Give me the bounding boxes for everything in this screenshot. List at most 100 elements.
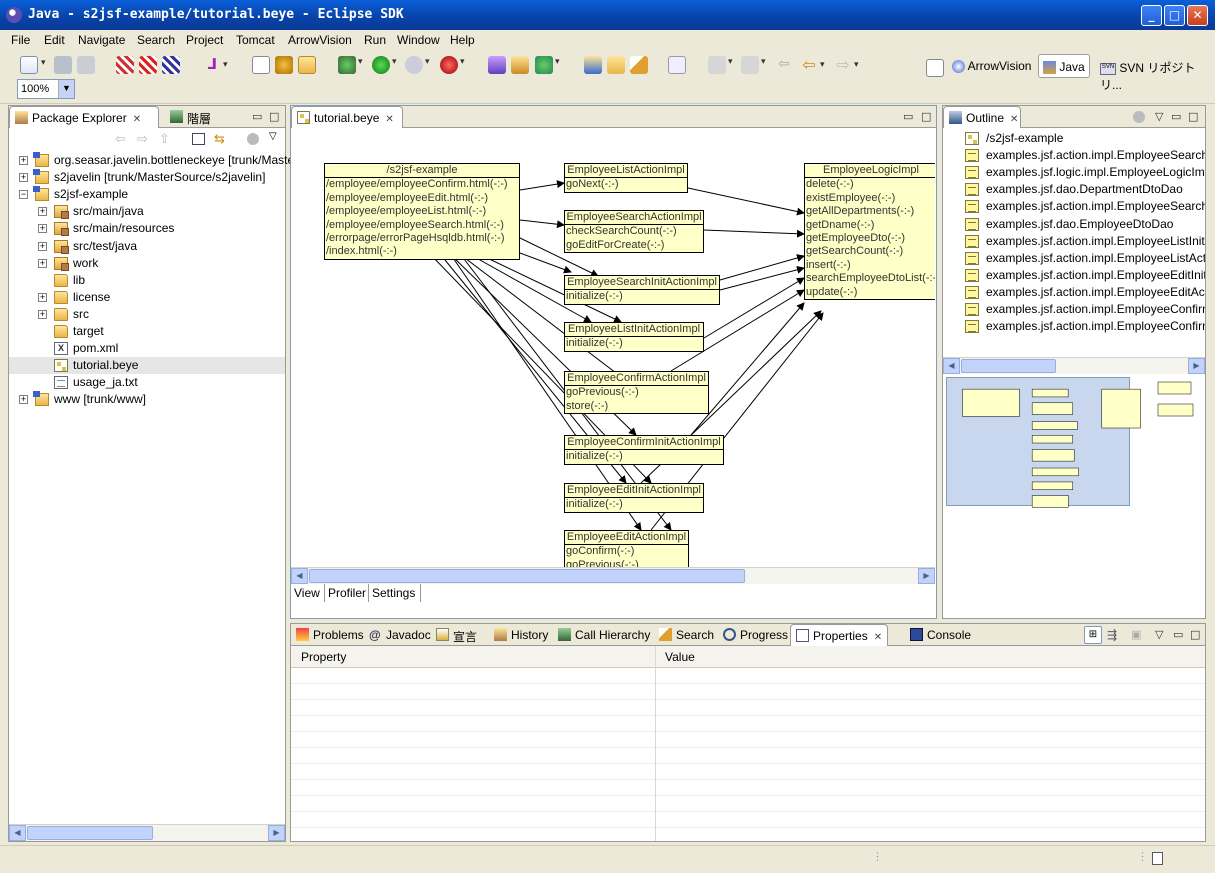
node-method[interactable]: goEditForCreate(-:-) xyxy=(566,238,665,251)
tree-item[interactable]: tutorial.beye xyxy=(9,357,285,375)
editor-hscroll[interactable]: ◀ ▶ xyxy=(291,567,935,584)
tree-item[interactable]: +src/test/java xyxy=(9,238,285,255)
expand-icon[interactable]: + xyxy=(19,172,28,183)
expand-icon[interactable]: + xyxy=(38,206,47,217)
view-menu-icon[interactable] xyxy=(1133,111,1145,123)
node-method[interactable]: /employee/employeeSearch.html(-:-) xyxy=(326,218,504,231)
tab-outline[interactable]: Outline✕ xyxy=(943,106,1021,128)
back-icon[interactable]: ⇦ xyxy=(800,56,824,74)
scroll-left-icon[interactable]: ◀ xyxy=(9,825,26,841)
tree-item[interactable]: +src xyxy=(9,306,285,323)
tab-tutorial-beye[interactable]: tutorial.beye✕ xyxy=(291,106,403,128)
view-menu-icon[interactable] xyxy=(247,133,259,145)
expand-icon[interactable]: + xyxy=(38,291,47,302)
categories-icon[interactable]: ⊞ xyxy=(1084,626,1102,644)
column-property[interactable]: Property xyxy=(301,650,347,664)
up-icon[interactable]: ⇧ xyxy=(159,132,170,147)
new-package-icon[interactable] xyxy=(488,56,506,74)
minimize-view-icon[interactable]: ▭ xyxy=(903,110,914,123)
external-tools-icon[interactable] xyxy=(440,56,465,74)
node-method[interactable]: initialize(-:-) xyxy=(566,498,623,511)
tab-search[interactable]: Search xyxy=(654,624,718,646)
minimize-view-icon[interactable]: ▭ xyxy=(252,110,263,123)
perspective-arrowvision[interactable]: ArrowVision xyxy=(948,54,1035,78)
search-icon[interactable] xyxy=(630,56,648,74)
diagram-canvas[interactable]: /s2jsf-example/employee/employeeConfirm.… xyxy=(291,128,935,584)
collapse-icon[interactable]: − xyxy=(19,189,28,200)
save-icon[interactable] xyxy=(54,56,72,74)
back-icon[interactable]: ⇦ xyxy=(115,132,126,147)
perspective-svn[interactable]: SVN SVN リポジトリ... xyxy=(1100,61,1196,92)
chevron-down-icon[interactable]: ▼ xyxy=(58,80,74,98)
tab-call-hierarchy[interactable]: Call Hierarchy xyxy=(553,624,654,646)
expand-icon[interactable]: + xyxy=(19,394,28,405)
node-method[interactable]: getDname(-:-) xyxy=(806,218,875,231)
close-icon[interactable]: ✕ xyxy=(873,632,883,643)
subtab-settings[interactable]: Settings xyxy=(369,584,421,602)
node-method[interactable]: goNext(-:-) xyxy=(566,178,619,191)
node-method[interactable]: update(-:-) xyxy=(806,285,858,298)
node-method[interactable]: getSearchCount(-:-) xyxy=(806,245,904,258)
tab-javadoc[interactable]: @Javadoc xyxy=(369,628,431,642)
tab-problems[interactable]: Problems xyxy=(291,624,368,646)
menu-navigate[interactable]: Navigate xyxy=(78,33,126,47)
fast-view-icon[interactable] xyxy=(1152,852,1163,865)
column-value[interactable]: Value xyxy=(665,650,695,664)
open-file-icon[interactable] xyxy=(252,56,270,74)
node-method[interactable]: delete(-:-) xyxy=(806,178,854,191)
node-method[interactable]: goPrevious(-:-) xyxy=(566,386,639,399)
menu-file[interactable]: File xyxy=(11,33,31,47)
menu-tomcat[interactable]: Tomcat xyxy=(236,33,275,47)
tree-item[interactable]: target xyxy=(9,323,285,340)
open-perspective-icon[interactable] xyxy=(926,59,944,77)
chevron-down-icon[interactable]: ▽ xyxy=(269,131,277,142)
minimize-view-icon[interactable]: ▭ xyxy=(1171,110,1182,123)
node-method[interactable]: store(-:-) xyxy=(566,399,609,412)
new-class-icon[interactable] xyxy=(511,56,529,74)
scroll-right-icon[interactable]: ▶ xyxy=(268,825,285,841)
tab-properties[interactable]: Properties✕ xyxy=(790,624,888,646)
profile-icon[interactable] xyxy=(405,56,430,74)
expand-icon[interactable]: + xyxy=(38,257,47,268)
tree-item[interactable]: +work xyxy=(9,255,285,272)
maximize-view-icon[interactable]: □ xyxy=(269,110,280,123)
menu-help[interactable]: Help xyxy=(450,33,475,47)
outline-hscroll[interactable]: ◀ ▶ xyxy=(943,357,1205,374)
refresh-icon[interactable] xyxy=(275,56,293,74)
maximize-button[interactable]: □ xyxy=(1164,5,1185,26)
tab-console[interactable]: Console xyxy=(905,624,975,646)
menu-edit[interactable]: Edit xyxy=(44,33,65,47)
open-resource-icon[interactable] xyxy=(607,56,625,74)
next-annotation-icon[interactable] xyxy=(708,56,733,74)
scroll-right-icon[interactable]: ▶ xyxy=(918,568,935,584)
minimize-button[interactable]: _ xyxy=(1141,5,1162,26)
zoom-select[interactable]: 100% ▼ xyxy=(17,79,75,99)
menu-project[interactable]: Project xyxy=(186,33,224,47)
link-editor-icon[interactable]: ⇆ xyxy=(214,132,225,147)
forward-icon[interactable]: ⇨ xyxy=(137,132,148,147)
menu-search[interactable]: Search xyxy=(137,33,176,47)
forward-icon[interactable]: ⇨ xyxy=(834,56,858,74)
scroll-left-icon[interactable]: ◀ xyxy=(291,568,308,584)
maximize-view-icon[interactable]: □ xyxy=(1190,628,1201,641)
scroll-right-icon[interactable]: ▶ xyxy=(1188,358,1205,374)
close-icon[interactable]: ✕ xyxy=(132,114,142,125)
filter-icon[interactable]: ⇶ xyxy=(1107,628,1118,642)
node-method[interactable]: initialize(-:-) xyxy=(566,337,623,350)
maximize-view-icon[interactable]: □ xyxy=(1188,110,1199,123)
node-method[interactable]: initialize(-:-) xyxy=(566,450,623,463)
node-method[interactable]: checkSearchCount(-:-) xyxy=(566,225,677,238)
subtab-profiler[interactable]: Profiler xyxy=(325,584,369,602)
tab-progress[interactable]: Progress xyxy=(718,624,792,646)
print-icon[interactable] xyxy=(77,56,95,74)
debug-icon[interactable] xyxy=(338,56,363,74)
node-method[interactable]: existEmployee(-:-) xyxy=(806,191,896,204)
menu-window[interactable]: Window xyxy=(397,33,440,47)
javelin-start-icon[interactable] xyxy=(116,56,134,74)
